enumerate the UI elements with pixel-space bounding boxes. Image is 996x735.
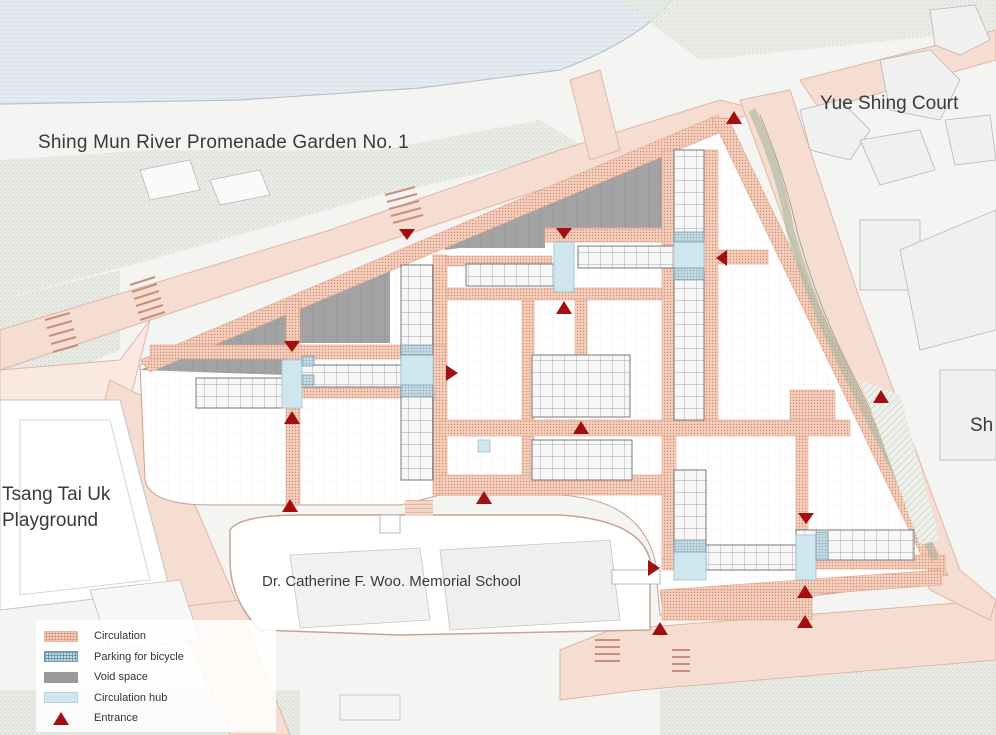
entrance-marker bbox=[446, 365, 458, 381]
entrance-triangle-icon bbox=[53, 711, 69, 725]
entrance-marker bbox=[284, 341, 300, 352]
entrance-marker bbox=[573, 421, 589, 434]
legend-label: Parking for bicycle bbox=[94, 650, 184, 663]
void-space-mid bbox=[300, 262, 390, 343]
promenade-vegetation bbox=[0, 120, 590, 300]
school-label: Dr. Catherine F. Woo. Memorial School bbox=[262, 573, 521, 590]
playground-label-line1: Tsang Tai Uk bbox=[2, 484, 111, 505]
garden-label: Shing Mun River Promenade Garden No. 1 bbox=[38, 132, 409, 153]
entrance-marker bbox=[797, 615, 813, 628]
legend-item-circulation: Circulation bbox=[44, 626, 274, 647]
green-slope bbox=[860, 380, 940, 545]
entrance-marker bbox=[648, 560, 660, 576]
entrance-marker bbox=[652, 622, 668, 635]
entrance-marker bbox=[282, 499, 298, 512]
legend-item-entrance: Entrance bbox=[44, 708, 274, 729]
road-south bbox=[559, 599, 996, 701]
legend: Circulation Parking for bicycle Void spa… bbox=[44, 626, 274, 729]
legend-item-hub: Circulation hub bbox=[44, 688, 274, 709]
school-building-1 bbox=[289, 547, 431, 629]
legend-label: Circulation bbox=[94, 630, 146, 643]
entrance-markers bbox=[282, 111, 889, 635]
road-north-link bbox=[569, 69, 621, 161]
court-label: Yue Shing Court bbox=[820, 93, 959, 114]
legend-item-bike: Parking for bicycle bbox=[44, 647, 274, 668]
river-water bbox=[0, 0, 672, 104]
playground-label-line2: Playground bbox=[2, 510, 99, 531]
entrance-marker bbox=[797, 585, 813, 598]
steps bbox=[339, 500, 661, 721]
entrance-marker bbox=[476, 491, 492, 504]
entrance-marker bbox=[873, 390, 889, 403]
entrance-marker bbox=[798, 513, 814, 524]
bike-parking-swatch bbox=[44, 651, 78, 663]
legend-label: Void space bbox=[94, 671, 148, 684]
bicycle-parking bbox=[301, 231, 829, 561]
circulation-hub-swatch bbox=[44, 692, 78, 704]
void-space-swatch bbox=[44, 671, 78, 683]
vegetation-north bbox=[620, 0, 996, 60]
entrance-marker bbox=[726, 111, 742, 124]
legend-label: Circulation hub bbox=[94, 691, 168, 704]
entrance-marker bbox=[716, 250, 727, 266]
school-building-2 bbox=[439, 539, 621, 631]
circulation-swatch bbox=[44, 630, 78, 642]
entrance-marker bbox=[284, 411, 300, 424]
entrance-marker bbox=[399, 229, 415, 240]
buildings-east bbox=[859, 209, 996, 461]
vegetation-south bbox=[660, 650, 996, 735]
edge-label: Sh bbox=[970, 415, 994, 436]
buildings-northwest bbox=[139, 159, 271, 206]
entrance-marker bbox=[556, 228, 572, 239]
crossings bbox=[44, 186, 690, 672]
building-blocks bbox=[195, 149, 915, 571]
legend-item-void: Void space bbox=[44, 667, 274, 688]
buildings-northeast bbox=[799, 4, 996, 186]
entrance-marker bbox=[556, 301, 572, 314]
legend-label: Entrance bbox=[94, 712, 139, 725]
